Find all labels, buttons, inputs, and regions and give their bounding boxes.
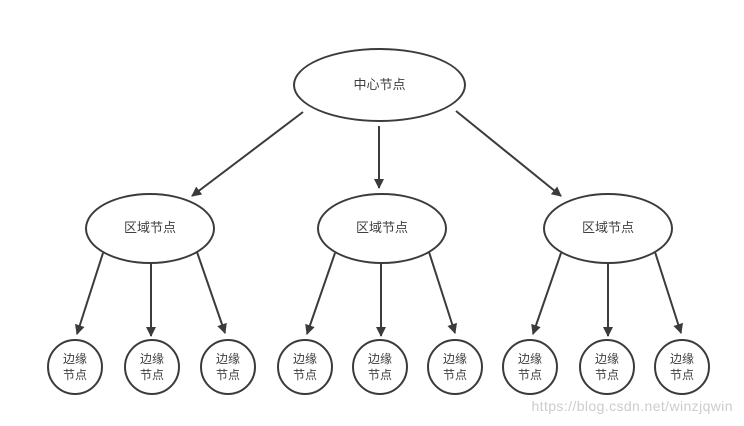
region-node-1: 区域节点 bbox=[85, 193, 215, 264]
edge-node-label: 边缘节点 bbox=[62, 351, 87, 382]
arrow-region1-to-edge-3 bbox=[196, 251, 227, 334]
arrow-region1-to-edge-1 bbox=[74, 252, 104, 335]
region-node-label: 区域节点 bbox=[355, 220, 408, 236]
arrow-region2-to-edge-3 bbox=[428, 251, 458, 334]
edge-node-3-2: 边缘节点 bbox=[579, 339, 635, 395]
arrow-center-to-region-1 bbox=[191, 111, 304, 197]
edge-node-3-3: 边缘节点 bbox=[654, 339, 710, 395]
central-node: 中心节点 bbox=[293, 48, 466, 122]
edge-node-1-1: 边缘节点 bbox=[47, 339, 103, 395]
edge-node-label: 边缘节点 bbox=[367, 351, 392, 382]
edge-node-label: 边缘节点 bbox=[669, 351, 694, 382]
edge-node-1-2: 边缘节点 bbox=[124, 339, 180, 395]
arrow-region2-to-edge-1 bbox=[305, 252, 336, 335]
edge-node-label: 边缘节点 bbox=[517, 351, 542, 382]
region-node-2: 区域节点 bbox=[317, 193, 447, 264]
arrow-region3-to-edge-1 bbox=[531, 252, 562, 335]
edge-node-label: 边缘节点 bbox=[139, 351, 164, 382]
edge-node-label: 边缘节点 bbox=[442, 351, 467, 382]
edge-node-1-3: 边缘节点 bbox=[200, 339, 256, 395]
edge-node-3-1: 边缘节点 bbox=[502, 339, 558, 395]
edge-node-2-2: 边缘节点 bbox=[352, 339, 408, 395]
region-node-label: 区域节点 bbox=[581, 220, 634, 236]
edge-node-2-1: 边缘节点 bbox=[277, 339, 333, 395]
edge-node-label: 边缘节点 bbox=[292, 351, 317, 382]
arrow-center-to-region-3 bbox=[455, 110, 562, 197]
arrow-region3-to-edge-3 bbox=[654, 251, 684, 334]
watermark-text: https://blog.csdn.net/winzjqwin bbox=[531, 398, 733, 414]
edge-node-2-3: 边缘节点 bbox=[427, 339, 483, 395]
region-node-label: 区域节点 bbox=[123, 220, 176, 236]
edge-node-label: 边缘节点 bbox=[215, 351, 240, 382]
central-node-label: 中心节点 bbox=[353, 76, 406, 92]
region-node-3: 区域节点 bbox=[543, 193, 673, 264]
edge-node-label: 边缘节点 bbox=[594, 351, 619, 382]
